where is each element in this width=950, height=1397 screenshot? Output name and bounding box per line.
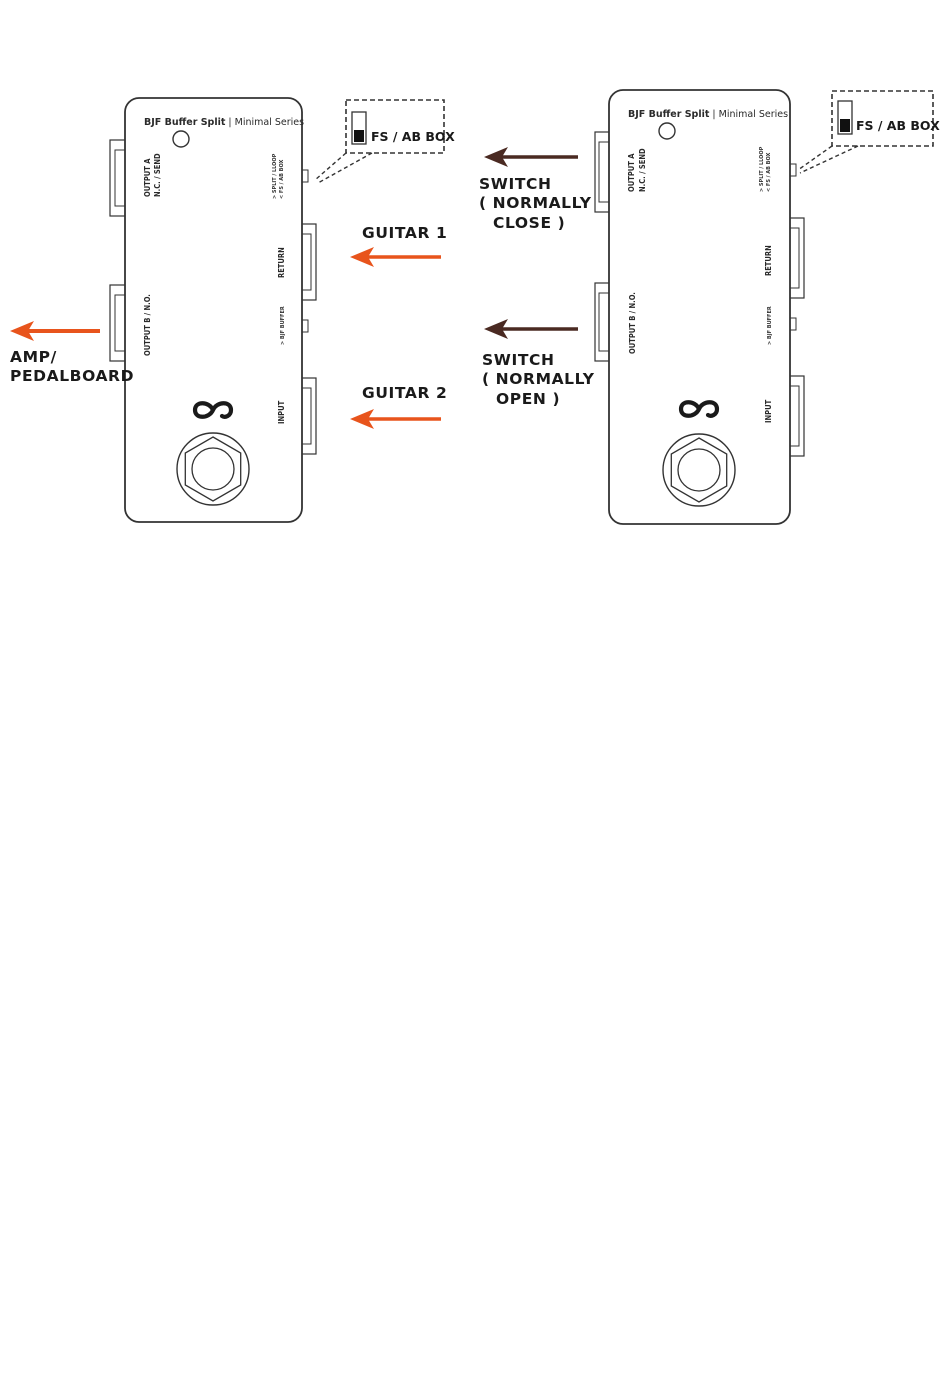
dip-switch-icon — [351, 111, 367, 145]
left-pedal-return-label: RETURN — [277, 247, 286, 278]
left-pedal-switch-label-2: < FS / AB BOX — [279, 159, 285, 199]
left-pedal-brand: BJF Buffer Split — [144, 117, 226, 128]
infinity-loop-logo-icon — [678, 400, 720, 418]
right-pedal-return-jack — [788, 217, 805, 299]
switch-no-label-line3: OPEN ) — [496, 390, 560, 408]
right-pedal-input-label: INPUT — [764, 399, 773, 423]
switch-no-label-line2: ( NORMALLY — [482, 370, 595, 388]
guitar2-arrow — [350, 409, 441, 429]
amp-output-arrow — [10, 321, 100, 341]
right-pedal-input-jack — [788, 375, 805, 457]
left-pedal-output-a-sub-label: N.C. / SEND — [153, 153, 162, 197]
right-pedal-output-a-sub-label: N.C. / SEND — [638, 148, 647, 192]
left-switch-callout: FS / AB BOX — [314, 99, 455, 184]
right-pedal: BJF Buffer Split | Minimal Series OUTPUT… — [594, 89, 805, 525]
right-callout-label: FS / AB BOX — [856, 118, 940, 133]
switch-no-label-line1: SWITCH — [482, 351, 555, 369]
right-pedal-series: Minimal Series — [719, 109, 788, 120]
left-pedal-switch-label-1: > SPLIT / LLOOP — [272, 153, 278, 199]
switch-no-arrow — [484, 319, 578, 339]
switch-nc-label-line1: SWITCH — [479, 175, 552, 193]
led-icon — [172, 130, 190, 148]
guitar1-arrow — [350, 247, 441, 267]
left-pedal-series: Minimal Series — [235, 117, 304, 128]
infinity-loop-logo-icon — [192, 401, 234, 419]
right-switch-callout: FS / AB BOX — [797, 90, 940, 174]
right-pedal-return-label: RETURN — [764, 245, 773, 276]
left-pedal-output-a-label: OUTPUT A — [143, 158, 152, 197]
amp-label-line1: AMP/ — [10, 348, 57, 366]
footswitch-icon — [176, 432, 250, 506]
right-pedal-output-b-jack — [594, 282, 611, 362]
left-pedal-return-jack — [300, 223, 317, 301]
left-pedal-buffer-label: > BJF BUFFER — [280, 306, 286, 345]
guitar2-label: GUITAR 2 — [362, 384, 447, 402]
footswitch-icon — [662, 433, 736, 507]
left-pedal-body — [124, 97, 303, 523]
left-pedal-input-label: INPUT — [277, 400, 286, 424]
left-pedal-input-jack — [300, 377, 317, 455]
left-pedal-output-a-jack — [109, 139, 127, 217]
left-pedal-output-b-label: OUTPUT B / N.O. — [143, 294, 152, 356]
right-pedal-output-a-jack — [594, 131, 611, 213]
led-icon — [658, 122, 676, 140]
left-pedal-output-b-jack — [109, 284, 127, 362]
right-pedal-output-b-label: OUTPUT B / N.O. — [628, 292, 637, 354]
right-pedal-brand: BJF Buffer Split — [628, 109, 710, 120]
right-pedal-output-a-label: OUTPUT A — [627, 153, 636, 192]
dip-switch-icon — [837, 100, 853, 135]
svg-text:BJF Buffer Split | Minimal Ser: BJF Buffer Split | Minimal Series — [144, 117, 304, 128]
right-pedal-switch-label-1: > SPLIT / LLOOP — [759, 146, 765, 192]
right-pedal-switch-label-2: < FS / AB BOX — [766, 152, 772, 192]
right-pedal-body — [608, 89, 791, 525]
right-pedal-buffer-label: > BJF BUFFER — [767, 306, 773, 345]
switch-nc-label-line3: CLOSE ) — [493, 214, 565, 232]
guitar1-label: GUITAR 1 — [362, 224, 447, 242]
left-pedal: BJF Buffer Split | Minimal Series OUTPUT… — [109, 97, 317, 523]
switch-nc-label-line2: ( NORMALLY — [479, 194, 592, 212]
left-callout-label: FS / AB BOX — [371, 129, 455, 144]
switch-nc-arrow — [484, 147, 578, 167]
amp-label-line2: PEDALBOARD — [10, 367, 134, 385]
svg-text:BJF Buffer Split | Minimal Ser: BJF Buffer Split | Minimal Series — [628, 109, 788, 120]
